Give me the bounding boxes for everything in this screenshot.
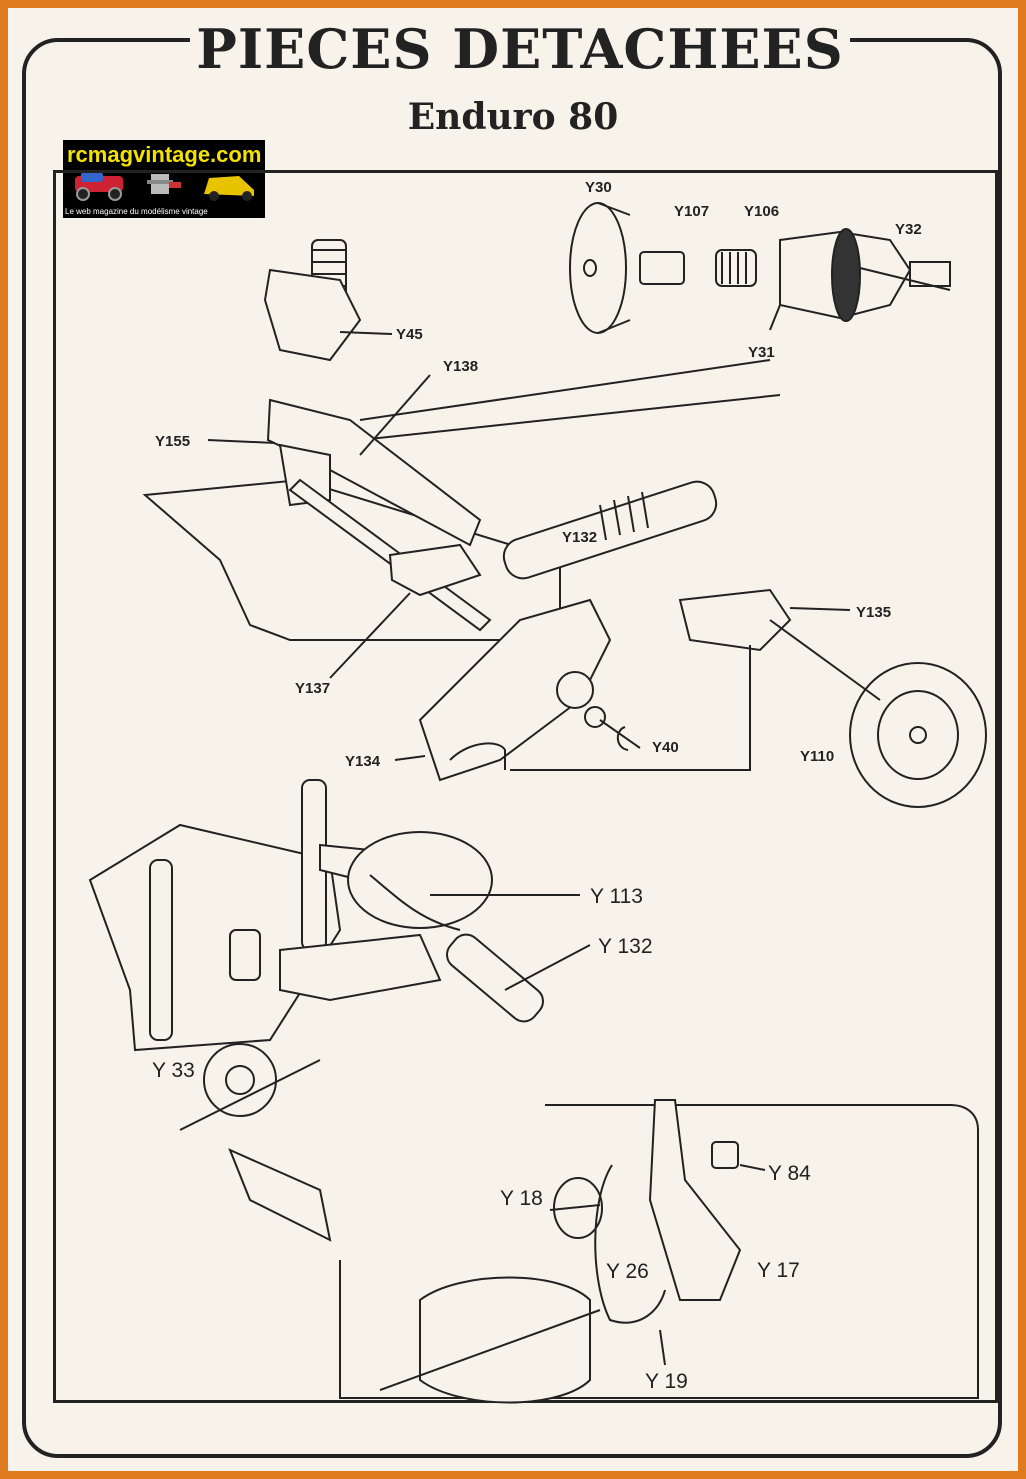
label-y40: Y40	[652, 739, 679, 756]
upright-y45	[263, 268, 362, 362]
clutch-assembly	[569, 202, 951, 334]
label-y113: Y 113	[590, 885, 643, 908]
label-y31: Y31	[748, 344, 775, 361]
washer-y40	[584, 706, 606, 728]
logo-tagline: Le web magazine du modélisme vintage	[65, 207, 208, 216]
label-y19: Y 19	[645, 1370, 688, 1393]
bushing-y107	[639, 251, 685, 285]
shock-y132-rear	[446, 933, 544, 1023]
page-title: PIECES DETACHEES	[196, 17, 844, 81]
label-y137: Y137	[295, 680, 330, 697]
label-y26: Y 26	[606, 1260, 649, 1283]
label-y134: Y134	[345, 753, 381, 770]
label-y33: Y 33	[152, 1059, 195, 1082]
label-y132-rear: Y 132	[598, 935, 653, 958]
label-y32: Y32	[895, 221, 922, 238]
label-y138: Y138	[443, 358, 478, 375]
arm-y138	[266, 398, 482, 547]
title-plate: PIECES DETACHEES	[190, 14, 850, 84]
bushing-y84	[711, 1141, 739, 1169]
wishbone-y134	[418, 598, 612, 782]
label-y135: Y135	[856, 604, 891, 621]
shock-y132	[502, 480, 718, 580]
label-y107: Y107	[674, 203, 709, 220]
clutch-bell-y30	[569, 202, 627, 334]
site-logo: rcmagvintage.com Le web magazine du modé…	[63, 140, 265, 218]
logo-pictures-icon	[75, 172, 254, 201]
chassis-plate	[142, 478, 561, 641]
label-y155: Y155	[155, 433, 190, 450]
front-suspension	[142, 239, 987, 808]
label-y132-front: Y132	[562, 529, 597, 546]
block-y137	[388, 543, 482, 597]
label-y30: Y30	[585, 179, 612, 196]
brake-inset	[339, 1099, 979, 1404]
drum-y113	[347, 831, 493, 929]
hub-carrier-y135	[678, 588, 792, 652]
rear-transmission	[88, 779, 591, 1242]
page-subtitle: Enduro 80	[407, 96, 619, 138]
lever-y17	[648, 1099, 742, 1301]
label-y45: Y45	[396, 326, 423, 343]
logo-name: rcmagvintage.com	[67, 142, 262, 167]
inset-frame	[339, 1104, 979, 1399]
label-y110: Y110	[800, 748, 834, 765]
label-y84: Y 84	[768, 1162, 811, 1185]
label-y106: Y106	[744, 203, 779, 220]
brake-drum	[419, 1276, 591, 1404]
label-y18: Y 18	[500, 1187, 543, 1210]
label-y17: Y 17	[757, 1259, 800, 1282]
cable-y19	[594, 1164, 666, 1324]
